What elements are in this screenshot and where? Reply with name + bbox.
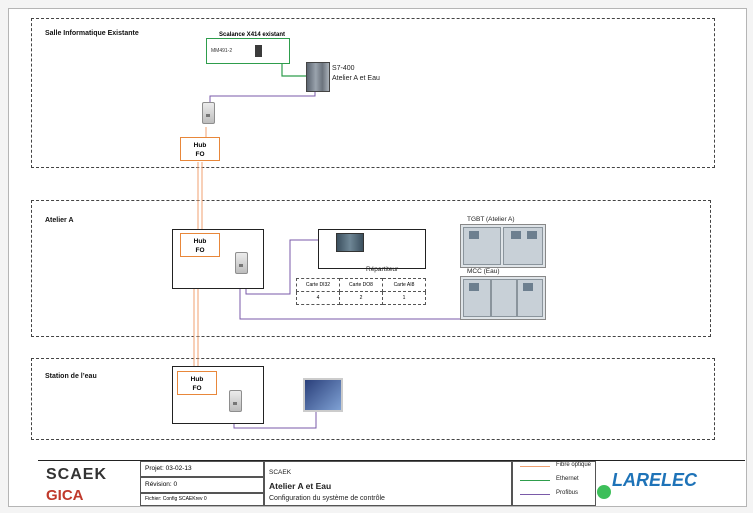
fo-converter-icon — [229, 390, 242, 412]
hub-sublabel: FO — [195, 151, 205, 158]
s7-sublabel: Atelier A et Eau — [332, 75, 380, 82]
scalance-label: Scalance X414 existant — [219, 32, 286, 38]
drawing-subtitle: Configuration du système de contrôle — [269, 495, 385, 502]
fo-converter-icon — [202, 102, 215, 124]
legend-profibus-label: Profibus — [556, 490, 579, 496]
card-name: Carte DI32 — [296, 278, 340, 292]
revision-cell: Révision: 0 — [140, 477, 264, 493]
client-name: SCAEK — [269, 469, 292, 476]
tgbt-cabinet-icon — [460, 224, 546, 268]
zone-station-eau — [31, 358, 715, 440]
legend-cell — [512, 461, 596, 506]
hub-fo-station: Hub FO — [177, 371, 217, 395]
zone-salle-informatique — [31, 18, 715, 168]
title-cell — [264, 461, 512, 506]
hmi-screen-icon — [303, 378, 343, 412]
hub-label: Hub — [193, 238, 207, 245]
scalance-switch: Scalance X414 existant MM491-2 — [206, 32, 290, 64]
station-enclosure — [172, 366, 264, 424]
io-module-icon — [336, 233, 364, 252]
zone-salle-label: Salle Informatique Existante — [45, 30, 139, 37]
io-card-table: Carte DI32 Carte DO8 Carte AI8 4 2 1 — [296, 278, 426, 305]
card-name: Carte AI8 — [382, 278, 426, 292]
mcc-cabinet-icon — [460, 276, 546, 320]
s7-400-plc-icon — [306, 62, 330, 92]
hub-fo-atelier: Hub FO — [180, 233, 220, 257]
card-count: 2 — [339, 291, 383, 305]
switch-port-icon — [255, 45, 262, 57]
card-count: 4 — [296, 291, 340, 305]
tgbt-label: TGBT (Atelier A) — [467, 216, 515, 223]
scalance-module: MM491-2 — [211, 48, 233, 54]
legend-fibre-label: Fibre optique — [556, 462, 592, 468]
zone-atelier-label: Atelier A — [45, 217, 74, 224]
title-block — [38, 460, 745, 507]
power-icon — [597, 485, 611, 499]
project-cell: Projet: 03-02-13 — [140, 461, 264, 477]
mcc-label: MCC (Eau) — [467, 268, 500, 275]
legend-fibre-line — [520, 466, 550, 467]
fo-converter-icon — [235, 252, 248, 274]
drawing-title: Atelier A et Eau — [269, 481, 332, 491]
larelec-logo: LARELEC — [612, 470, 697, 490]
file-cell: Fichier: Config SCAEKrev 0 — [140, 493, 264, 506]
hub-fo-salle: Hub FO — [180, 137, 220, 161]
repartiteur-box — [318, 229, 426, 269]
zone-atelier-a — [31, 200, 711, 337]
hub-label: Hub — [193, 142, 207, 149]
legend-ethernet-line — [520, 480, 550, 481]
hub-label: Hub — [190, 376, 204, 383]
gica-logo: GICA — [46, 487, 84, 504]
profibus-cable-s7 — [209, 92, 316, 102]
legend-ethernet-label: Ethernet — [556, 476, 579, 482]
card-count: 1 — [382, 291, 426, 305]
hub-sublabel: FO — [192, 385, 202, 392]
zone-station-label: Station de l’eau — [45, 373, 97, 380]
hub-sublabel: FO — [195, 247, 205, 254]
s7-label: S7-400 — [332, 65, 355, 72]
scaek-logo: SCAEK — [46, 466, 108, 483]
card-name: Carte DO8 — [339, 278, 383, 292]
legend-profibus-line — [520, 494, 550, 495]
repartiteur-label: Répartiteur — [366, 266, 399, 273]
